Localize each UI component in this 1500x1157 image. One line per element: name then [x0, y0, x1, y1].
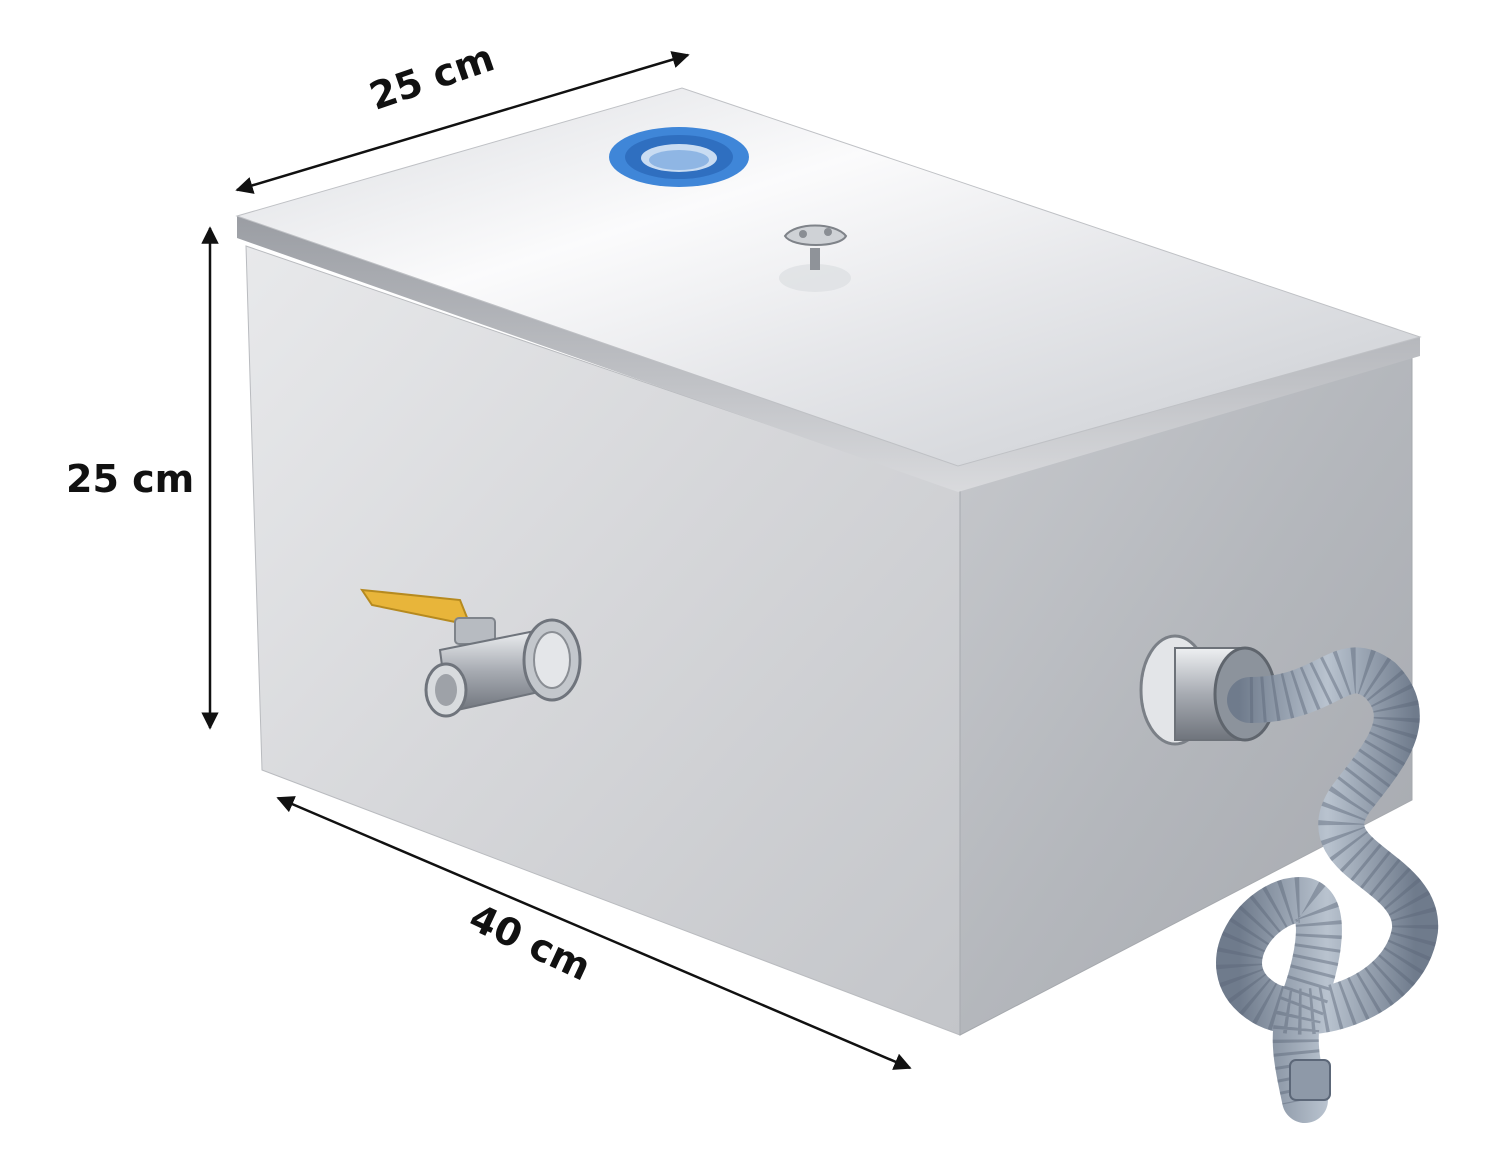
length-dimension-arrow: [276, 796, 912, 1070]
ball-valve-icon: [359, 588, 582, 718]
drain-hose-icon: [1216, 647, 1439, 1123]
lid-knob-icon: [779, 224, 851, 292]
height-dimension-label: 25 cm: [66, 457, 195, 501]
lid-rim: [237, 216, 1420, 492]
drain-inlet-icon: [609, 127, 749, 187]
width-dimension-arrow: [235, 51, 690, 194]
